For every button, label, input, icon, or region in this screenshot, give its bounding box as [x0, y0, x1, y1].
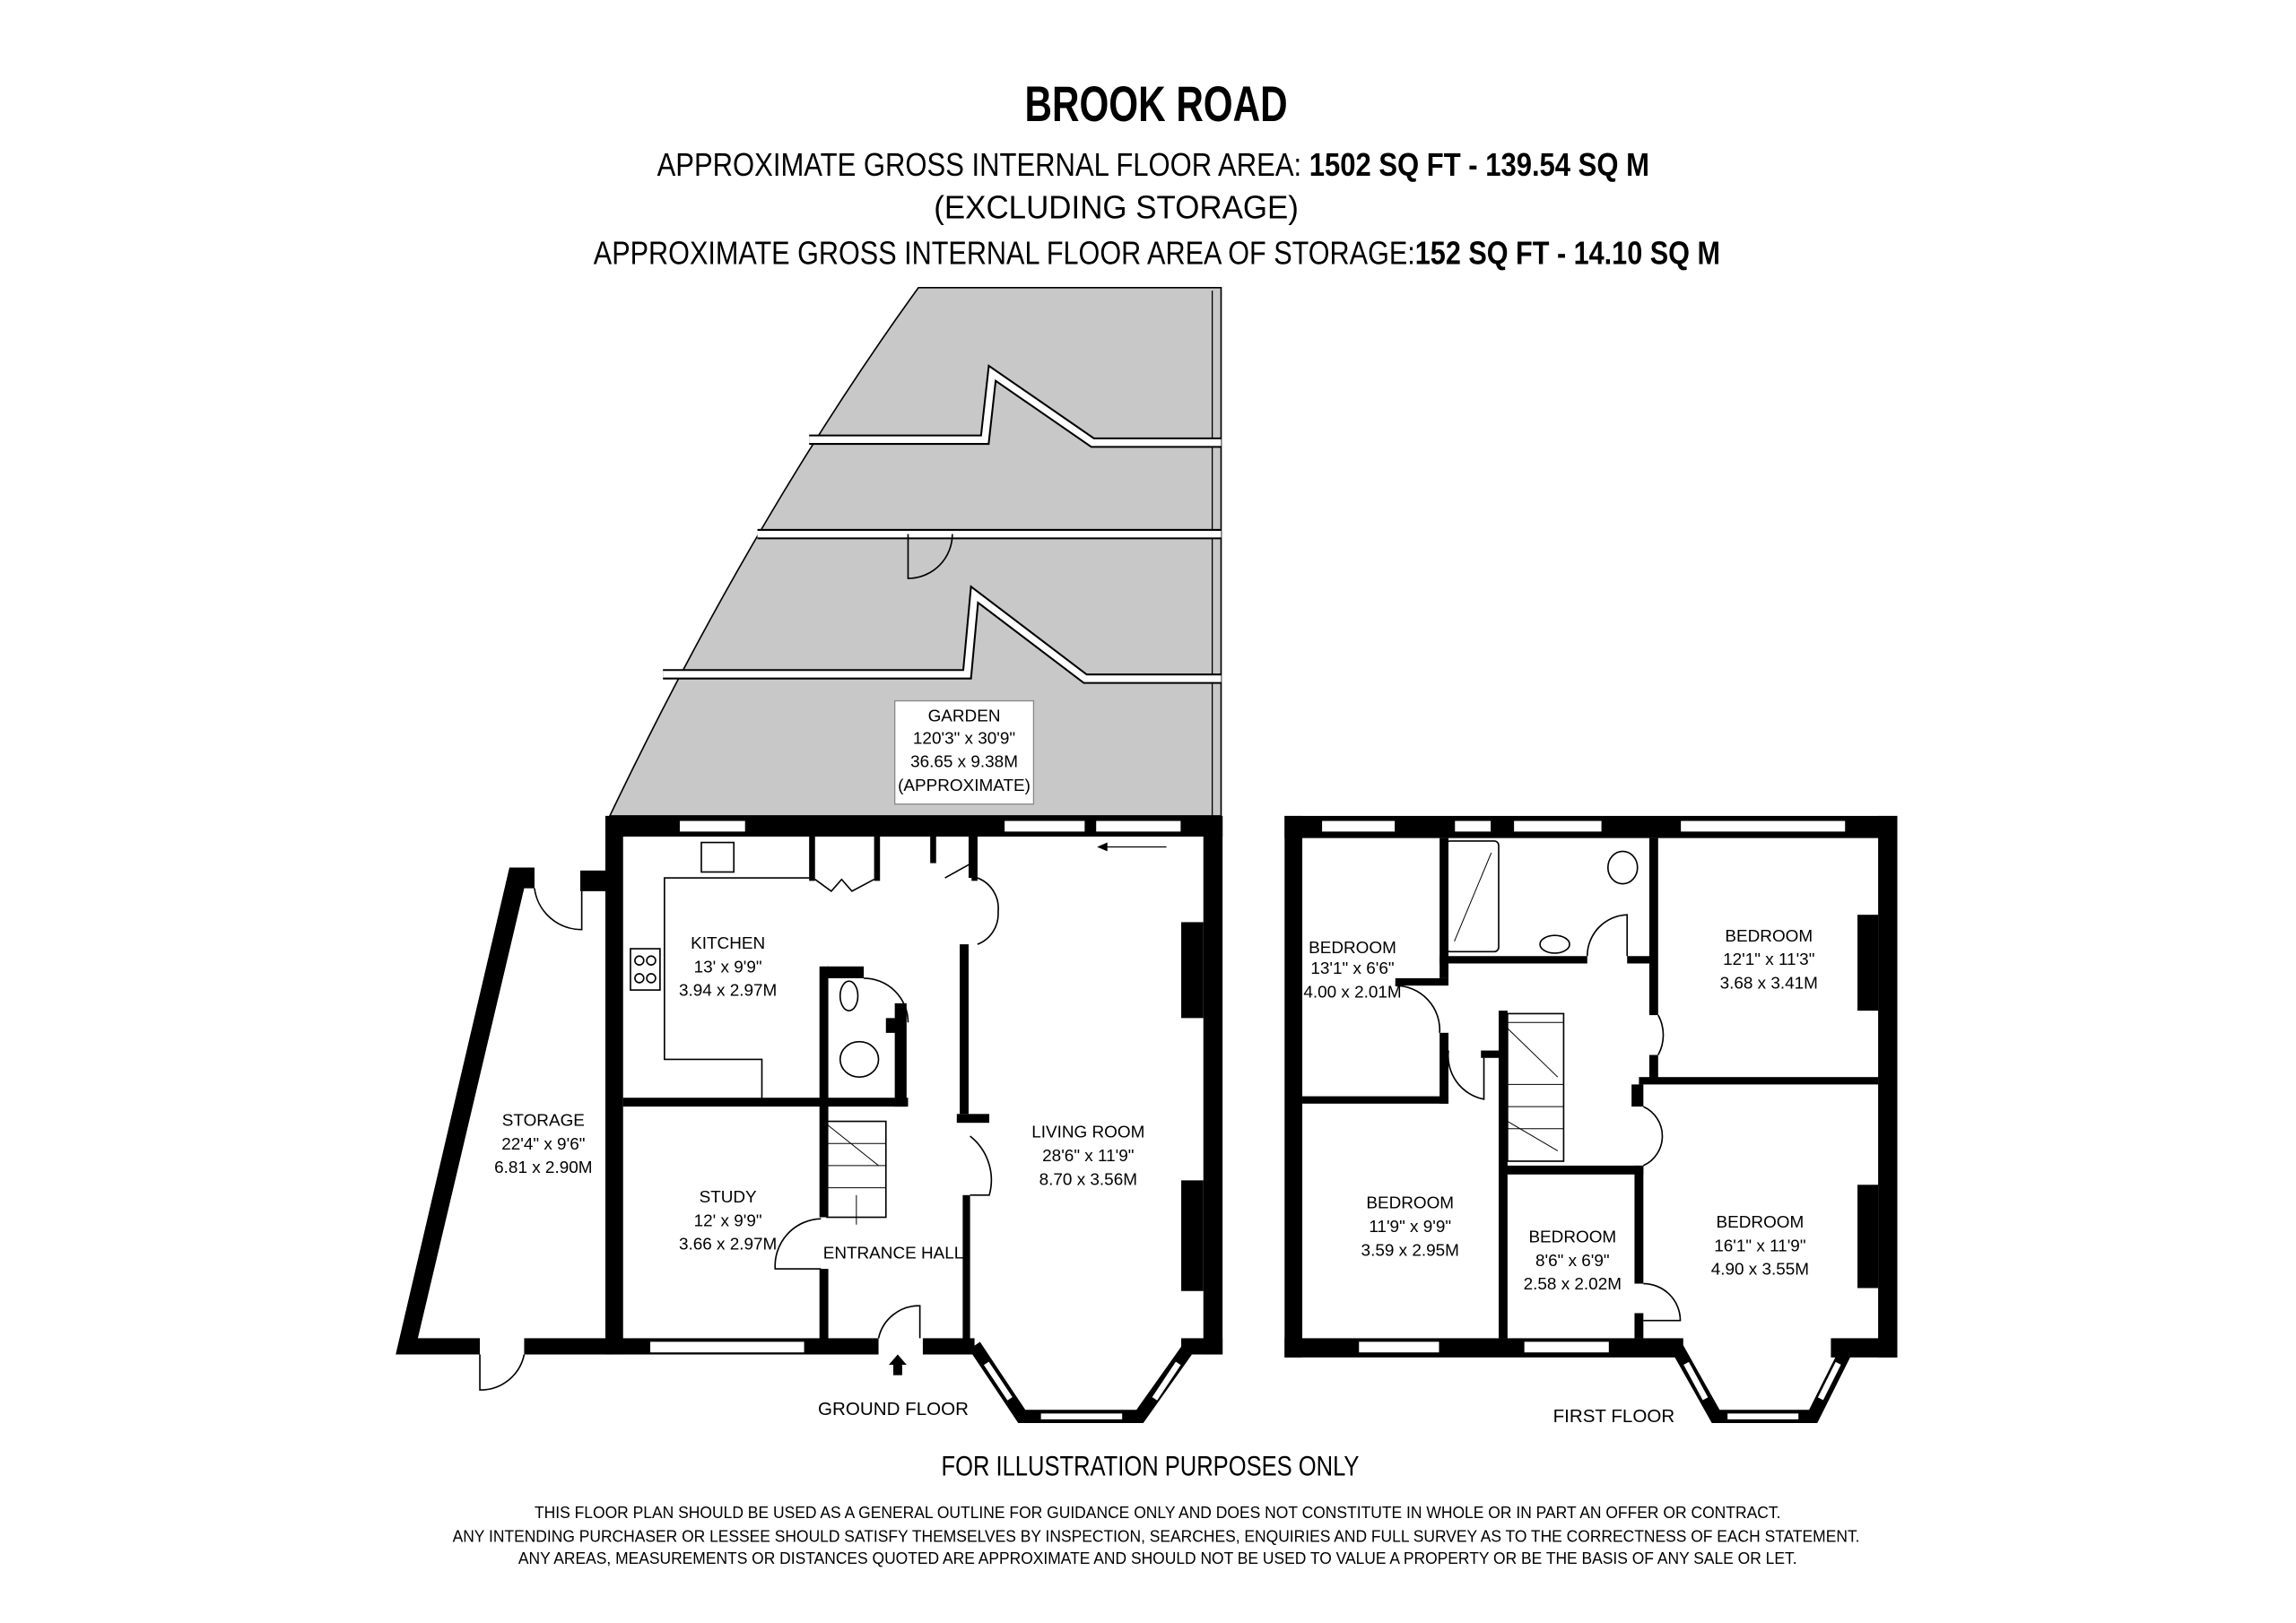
room-name: STUDY [700, 1188, 757, 1207]
shower-icon [1444, 840, 1500, 953]
first-floor-label: FIRST FLOOR [1553, 1406, 1675, 1427]
window [1003, 820, 1086, 833]
floor-area-label: APPROXIMATE GROSS INTERNAL FLOOR AREA: [657, 146, 1309, 183]
room-metric: 6.81 x 2.90M [494, 1159, 592, 1177]
room-imperial: 13' x 9'9" [694, 958, 762, 976]
room-name: BEDROOM [1309, 939, 1396, 958]
garden-imperial: 120'3" x 30'9" [913, 729, 1015, 748]
basin-icon [839, 980, 859, 1011]
room-metric: 8.70 x 3.56M [1039, 1170, 1137, 1189]
room-imperial: 12' x 9'9" [694, 1211, 762, 1230]
illustration-notice: FOR ILLUSTRATION PURPOSES ONLY [942, 1450, 1360, 1481]
basin-icon [1539, 934, 1570, 954]
room-imperial: 13'1" x 6'6" [1310, 959, 1394, 978]
room-name: BEDROOM [1528, 1228, 1616, 1246]
garden-label-box [894, 699, 1035, 805]
room-metric: 4.90 x 3.55M [1711, 1261, 1809, 1280]
disclaimer-line: ANY INTENDING PURCHASER OR LESSEE SHOULD… [453, 1528, 1860, 1547]
room-name: LIVING ROOM [1031, 1124, 1144, 1142]
window [678, 820, 747, 833]
first-floor-plan: BEDROOM 13'1" x 6'6" 4.00 x 2.01M BEDROO… [1284, 815, 1898, 1427]
room-imperial: 16'1" x 11'9" [1714, 1237, 1805, 1255]
disclaimer-line: ANY AREAS, MEASUREMENTS OR DISTANCES QUO… [518, 1549, 1797, 1568]
floor-area-note: (EXCLUDING STORAGE) [934, 189, 1299, 226]
storage-area-value: 152 SQ FT - 14.10 SQ M [1415, 235, 1720, 272]
ground-floor-plan: KITCHEN 13' x 9'9" 3.94 x 2.97M STORAGE … [396, 815, 1223, 1424]
ground-floor-label: GROUND FLOOR [818, 1399, 969, 1419]
room-imperial: 28'6" x 11'9" [1042, 1147, 1134, 1166]
floor-area-line: APPROXIMATE GROSS INTERNAL FLOOR AREA: 1… [657, 146, 1649, 183]
footer: FOR ILLUSTRATION PURPOSES ONLY THIS FLOO… [453, 1450, 1860, 1568]
garden-note: (APPROXIMATE) [898, 777, 1031, 795]
room-metric: 3.66 x 2.97M [679, 1236, 777, 1254]
room-name: KITCHEN [691, 934, 765, 953]
entrance-arrow-icon [889, 1354, 907, 1376]
room-metric: 4.00 x 2.01M [1303, 983, 1401, 1002]
room-metric: 3.68 x 3.41M [1720, 974, 1818, 993]
room-name: BEDROOM [1725, 927, 1813, 946]
window [648, 1341, 805, 1354]
room-metric: 3.59 x 2.95M [1361, 1241, 1459, 1260]
disclaimer-line: THIS FLOOR PLAN SHOULD BE USED AS A GENE… [535, 1504, 1780, 1523]
garden-terrace-dividers [663, 364, 1222, 684]
staircase [1507, 1012, 1565, 1162]
room-imperial: 22'4" x 9'6" [501, 1135, 585, 1154]
sink-icon [700, 841, 735, 873]
sliding-door [1094, 820, 1182, 833]
property-title: BROOK ROAD [1025, 75, 1288, 132]
header: BROOK ROAD APPROXIMATE GROSS INTERNAL FL… [594, 75, 1720, 272]
room-name: BEDROOM [1717, 1213, 1805, 1232]
floor-area-value: 1502 SQ FT - 139.54 SQ M [1309, 146, 1649, 183]
room-metric: 2.58 x 2.02M [1524, 1275, 1622, 1294]
room-imperial: 8'6" x 6'9" [1535, 1252, 1610, 1271]
garden: GARDEN 120'3" x 30'9" 36.65 x 9.38M (APP… [608, 287, 1222, 817]
room-imperial: 11'9" x 9'9" [1369, 1218, 1451, 1237]
garden-metric: 36.65 x 9.38M [910, 753, 1018, 772]
toilet-icon [839, 1040, 880, 1079]
room-imperial: 12'1" x 11'3" [1723, 950, 1814, 969]
storage-area-line: APPROXIMATE GROSS INTERNAL FLOOR AREA OF… [594, 235, 1720, 272]
staircase [826, 1120, 887, 1225]
room-metric: 3.94 x 2.97M [679, 982, 777, 1001]
room-name: ENTRANCE HALL [823, 1245, 964, 1263]
room-name: STORAGE [502, 1111, 585, 1130]
hob-icon [630, 948, 661, 991]
garden-name: GARDEN [928, 707, 1001, 726]
toilet-icon [1607, 850, 1639, 885]
room-name: BEDROOM [1366, 1194, 1454, 1213]
storage-area-label: APPROXIMATE GROSS INTERNAL FLOOR AREA OF… [594, 235, 1415, 272]
